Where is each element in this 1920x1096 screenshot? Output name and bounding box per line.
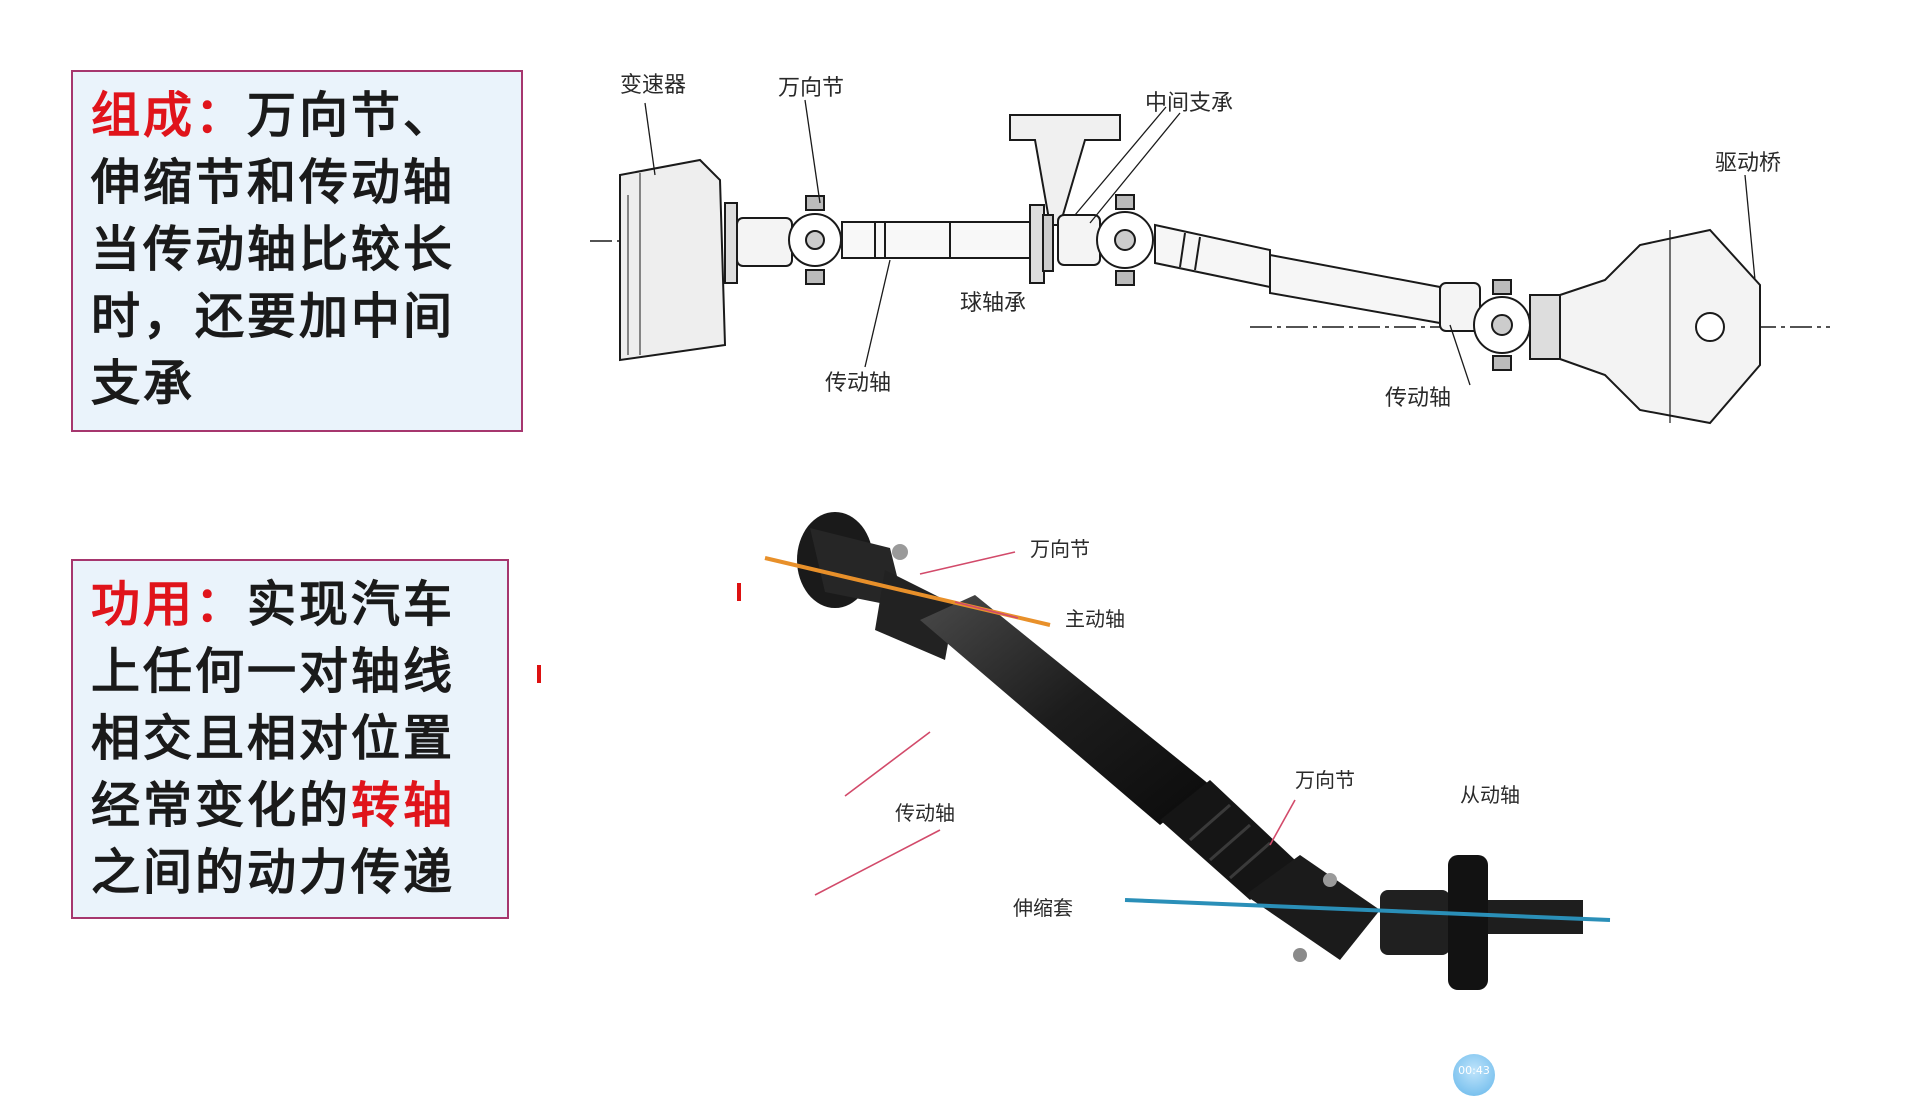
driven-flange	[1448, 855, 1488, 990]
center-support-bracket	[1009, 114, 1121, 226]
drive-shaft-segment-1	[841, 221, 953, 259]
function-text-after: 之间的动力传递	[91, 843, 456, 901]
label-driving-shaft: 主动轴	[1065, 607, 1125, 631]
composition-text: 万向节、伸缩节和传动轴当传动轴比较长时，还要加中间支承	[91, 86, 456, 412]
transmission-housing	[619, 158, 727, 362]
label-universal-joint-upper: 万向节	[1030, 537, 1090, 561]
function-highlight: 转轴	[351, 776, 456, 834]
drive-shaft-segment-2	[1154, 223, 1271, 289]
timer-badge[interactable]: 00:43	[1453, 1054, 1495, 1096]
label-drive-shaft-left: 传动轴	[825, 371, 891, 396]
drive-axle-housing	[1559, 228, 1761, 425]
label-slip-sleeve: 伸缩套	[1013, 896, 1073, 920]
label-drive-axle: 驱动桥	[1715, 151, 1781, 176]
timer-text: 00:43	[1458, 1064, 1490, 1077]
composition-heading: 组成：	[91, 86, 248, 144]
drive-line-diagram: 变速器 万向节 中间支承 驱动桥 球轴承 传动轴 传动轴	[590, 73, 1830, 425]
label-ball-bearing: 球轴承	[960, 291, 1026, 316]
red-marker-left	[537, 665, 541, 683]
shaft-tube	[920, 595, 1210, 825]
function-text-before: 实现汽车上任何一对轴线相交且相对位置经常变化的	[91, 575, 456, 834]
label-universal-joint-lower: 万向节	[1295, 768, 1355, 792]
label-driven-shaft: 从动轴	[1460, 783, 1520, 807]
label-drive-shaft-right: 传动轴	[1385, 386, 1451, 411]
function-textbox: 功用：实现汽车上任何一对轴线相交且相对位置经常变化的转轴之间的动力传递	[71, 559, 509, 919]
drive-shaft-illustration: 万向节 主动轴 传动轴 万向节 从动轴 伸缩套	[764, 512, 1611, 990]
label-transmission: 变速器	[620, 73, 686, 98]
composition-textbox: 组成：万向节、伸缩节和传动轴当传动轴比较长时，还要加中间支承	[71, 70, 523, 432]
label-universal-joint-top: 万向节	[778, 76, 844, 101]
label-drive-shaft: 传动轴	[895, 801, 955, 825]
driven-axis-line	[1124, 898, 1611, 922]
function-heading: 功用：	[91, 575, 248, 633]
slip-sleeve	[1160, 780, 1295, 900]
red-marker-right	[737, 583, 741, 601]
label-center-support: 中间支承	[1145, 91, 1233, 116]
